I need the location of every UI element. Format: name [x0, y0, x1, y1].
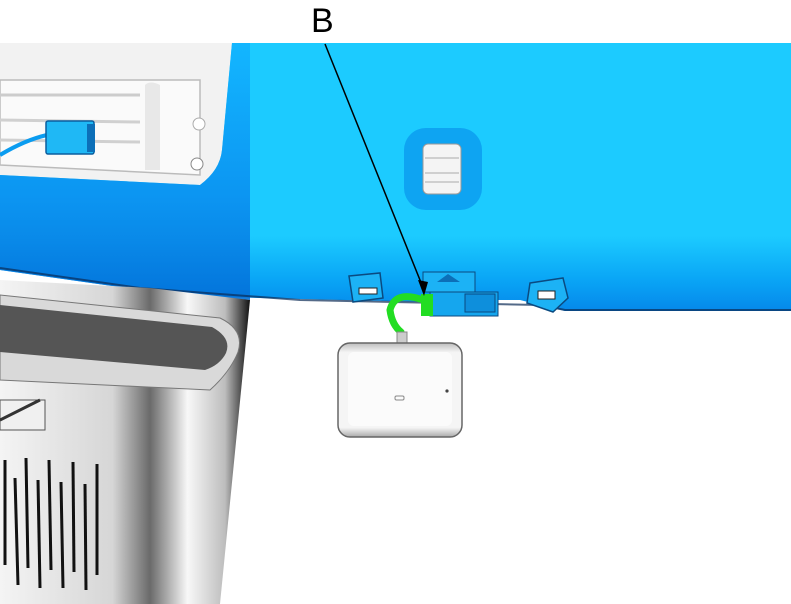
harness-wire-highlight [386, 293, 427, 336]
electrical-connector [421, 271, 499, 317]
vent-slots [3, 457, 99, 591]
retainer-clip-left [348, 272, 384, 303]
dome-lamp [404, 128, 482, 210]
upper-trim-panel [0, 43, 240, 193]
lower-trim-panel [0, 280, 250, 604]
callout-label-b: B [311, 2, 334, 40]
retainer-clip-right [526, 277, 569, 313]
control-module [337, 331, 463, 438]
callout-leader-b [324, 43, 428, 296]
left-connector [0, 120, 95, 157]
